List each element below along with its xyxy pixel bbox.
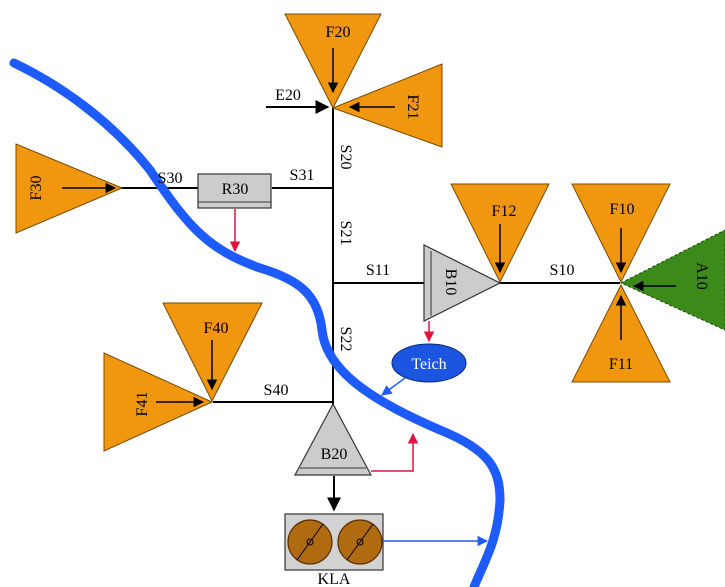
structure-b10: B10: [423, 244, 502, 322]
catchment-f10: F10: [571, 183, 671, 284]
clarifier-icon: [287, 519, 333, 565]
section-s21-label: S21: [337, 221, 354, 246]
section-labels: S30 S31 S20 S21 S11 S10 S22 S40: [158, 145, 575, 399]
catchment-f21-label: F21: [404, 95, 421, 120]
inflow-e20-label: E20: [275, 87, 301, 104]
outflow-arrow-teich: [381, 377, 406, 396]
structure-r30-label: R30: [222, 181, 249, 198]
section-s22-label: S22: [337, 327, 354, 352]
catchment-f41: F41: [103, 352, 214, 452]
catchment-f40-label: F40: [204, 320, 229, 337]
structure-r30: R30: [197, 173, 272, 209]
catchment-f41-label: F41: [134, 392, 151, 417]
section-s31-label: S31: [290, 167, 315, 184]
catchments: F20 F21 F30 F12 F10 F11: [15, 13, 725, 452]
clarifier-icon: [337, 519, 383, 565]
catchment-f11: F11: [571, 283, 671, 383]
section-s30-label: S30: [158, 170, 183, 187]
inflow-a10: A10: [619, 229, 725, 331]
treatment-plant-kla: KLA: [284, 513, 384, 587]
structure-b20-label: B20: [321, 446, 348, 463]
section-s20-label: S20: [337, 145, 354, 170]
section-s11-label: S11: [366, 262, 390, 279]
pond-teich: Teich: [391, 343, 467, 383]
catchment-f21: F21: [331, 63, 443, 148]
structure-b10-label: B10: [442, 269, 459, 296]
treatment-plant-label: KLA: [318, 571, 351, 587]
structure-b20: B20: [293, 402, 373, 476]
overflow-arrow-b20: [371, 432, 419, 472]
catchment-f12: F12: [450, 183, 550, 284]
catchment-f40: F40: [162, 302, 263, 403]
river-line: [9, 58, 505, 587]
section-s40-label: S40: [264, 382, 289, 399]
section-s10-label: S10: [550, 262, 575, 279]
inflow-e20: E20: [266, 87, 330, 114]
pond-teich-label: Teich: [411, 356, 446, 373]
catchment-f30-label: F30: [28, 176, 45, 201]
catchment-f30: F30: [15, 143, 124, 234]
catchment-f12-label: F12: [492, 203, 517, 220]
inflow-a10-label: A10: [693, 262, 710, 290]
catchment-f11-label: F11: [609, 356, 633, 373]
catchment-f20-label: F20: [326, 24, 351, 41]
catchment-f20: F20: [284, 13, 382, 110]
catchment-f10-label: F10: [610, 201, 635, 218]
